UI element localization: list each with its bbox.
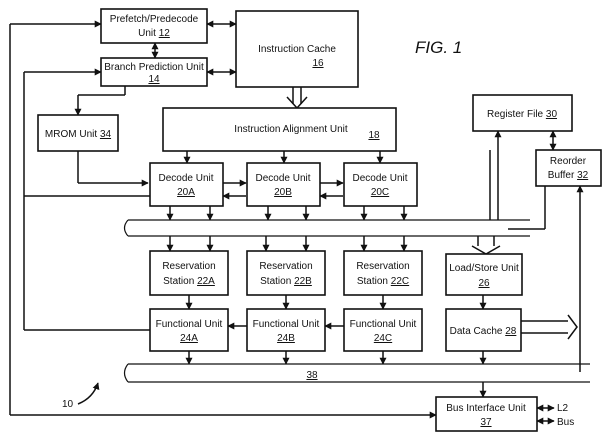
rs-b-ref: 22B bbox=[294, 276, 312, 287]
result-bus-ref: 38 bbox=[306, 370, 318, 381]
regfile-ref: 30 bbox=[546, 109, 558, 120]
fu-c-ref: 24C bbox=[374, 333, 392, 344]
prefetch-predecode-unit: Prefetch/Predecode Unit 12 bbox=[100, 8, 208, 44]
icache-label: Instruction Cache bbox=[258, 44, 336, 55]
connections bbox=[9, 20, 584, 425]
rs-a-label-2: Station bbox=[163, 276, 194, 287]
svg-text:Data Cache 28: Data Cache 28 bbox=[450, 326, 517, 337]
fu-c-label: Functional Unit bbox=[350, 319, 417, 330]
svg-text:Station 22B: Station 22B bbox=[260, 276, 312, 287]
functional-unit-c: Functional Unit 24C bbox=[343, 308, 423, 352]
decode-unit-b: Decode Unit 20B bbox=[246, 162, 321, 207]
mrom-unit: MROM Unit 34 bbox=[37, 114, 119, 152]
decode-c-label: Decode Unit bbox=[352, 173, 407, 184]
register-file: Register File 30 bbox=[472, 94, 573, 132]
dcache-label: Data Cache bbox=[450, 326, 503, 337]
mrom-label: MROM Unit bbox=[45, 129, 97, 140]
biu-label: Bus Interface Unit bbox=[446, 403, 526, 414]
decode-a-label: Decode Unit bbox=[158, 173, 213, 184]
rs-a-label-1: Reservation bbox=[162, 261, 215, 272]
decode-a-ref: 20A bbox=[177, 187, 195, 198]
dcache-ref: 28 bbox=[505, 326, 517, 337]
dispatch-bus bbox=[123, 219, 530, 237]
svg-text:Unit 12: Unit 12 bbox=[138, 28, 170, 39]
fu-b-ref: 24B bbox=[277, 333, 295, 344]
rs-c-label-2: Station bbox=[357, 276, 388, 287]
rs-c-ref: 22C bbox=[391, 276, 409, 287]
decode-unit-c: Decode Unit 20C bbox=[343, 162, 418, 207]
decode-b-label: Decode Unit bbox=[255, 173, 310, 184]
load-store-unit: Load/Store Unit 26 bbox=[445, 253, 523, 296]
loadstore-label: Load/Store Unit bbox=[449, 263, 519, 274]
svg-text:MROM Unit 34: MROM Unit 34 bbox=[45, 129, 112, 140]
prefetch-ref: 12 bbox=[159, 28, 171, 39]
figure-label: FIG. 1 bbox=[415, 38, 462, 57]
reorder-label-2: Buffer bbox=[548, 170, 575, 181]
fu-b-label: Functional Unit bbox=[253, 319, 320, 330]
rs-b-label-2: Station bbox=[260, 276, 291, 287]
rs-b-label-1: Reservation bbox=[259, 261, 312, 272]
reservation-station-c: Reservation Station 22C bbox=[343, 250, 423, 296]
svg-text:Register File 30: Register File 30 bbox=[487, 109, 557, 120]
decode-c-ref: 20C bbox=[371, 187, 389, 198]
branch-label: Branch Prediction Unit bbox=[104, 62, 204, 73]
regfile-label: Register File bbox=[487, 109, 544, 120]
svg-text:Station 22A: Station 22A bbox=[163, 276, 215, 287]
prefetch-label: Prefetch/Predecode bbox=[110, 14, 199, 25]
result-bus bbox=[123, 363, 590, 383]
external-bus-label: Bus bbox=[557, 417, 574, 428]
reorder-label-1: Reorder bbox=[550, 156, 587, 167]
branch-prediction-unit: Branch Prediction Unit 14 bbox=[100, 57, 208, 87]
bus-interface-unit: Bus Interface Unit 37 bbox=[435, 396, 538, 432]
functional-unit-b: Functional Unit 24B bbox=[246, 308, 326, 352]
reorder-ref: 32 bbox=[577, 170, 589, 181]
functional-unit-a: Functional Unit 24A bbox=[149, 308, 229, 352]
system-ref: 10 bbox=[62, 399, 74, 410]
l2-label: L2 bbox=[557, 403, 569, 414]
instruction-cache: Instruction Cache 16 bbox=[235, 10, 359, 88]
svg-text:Station 22C: Station 22C bbox=[357, 276, 409, 287]
decode-b-ref: 20B bbox=[274, 187, 292, 198]
ialign-ref: 18 bbox=[368, 130, 380, 141]
rs-c-label-1: Reservation bbox=[356, 261, 409, 272]
fu-a-label: Functional Unit bbox=[156, 319, 223, 330]
prefetch-label-2: Unit bbox=[138, 28, 156, 39]
svg-text:Buffer 32: Buffer 32 bbox=[548, 170, 589, 181]
reorder-buffer: Reorder Buffer 32 bbox=[535, 149, 602, 187]
mrom-ref: 34 bbox=[100, 129, 112, 140]
data-cache: Data Cache 28 bbox=[445, 308, 522, 352]
branch-ref: 14 bbox=[148, 74, 160, 85]
rs-a-ref: 22A bbox=[197, 276, 215, 287]
ialign-label: Instruction Alignment Unit bbox=[234, 124, 348, 135]
reservation-station-b: Reservation Station 22B bbox=[246, 250, 326, 296]
icache-ref: 16 bbox=[312, 58, 324, 69]
biu-ref: 37 bbox=[480, 417, 492, 428]
instruction-alignment-unit: Instruction Alignment Unit 18 bbox=[162, 107, 397, 152]
loadstore-ref: 26 bbox=[478, 278, 490, 289]
reservation-station-a: Reservation Station 22A bbox=[149, 250, 229, 296]
fu-a-ref: 24A bbox=[180, 333, 198, 344]
decode-unit-a: Decode Unit 20A bbox=[149, 162, 224, 207]
